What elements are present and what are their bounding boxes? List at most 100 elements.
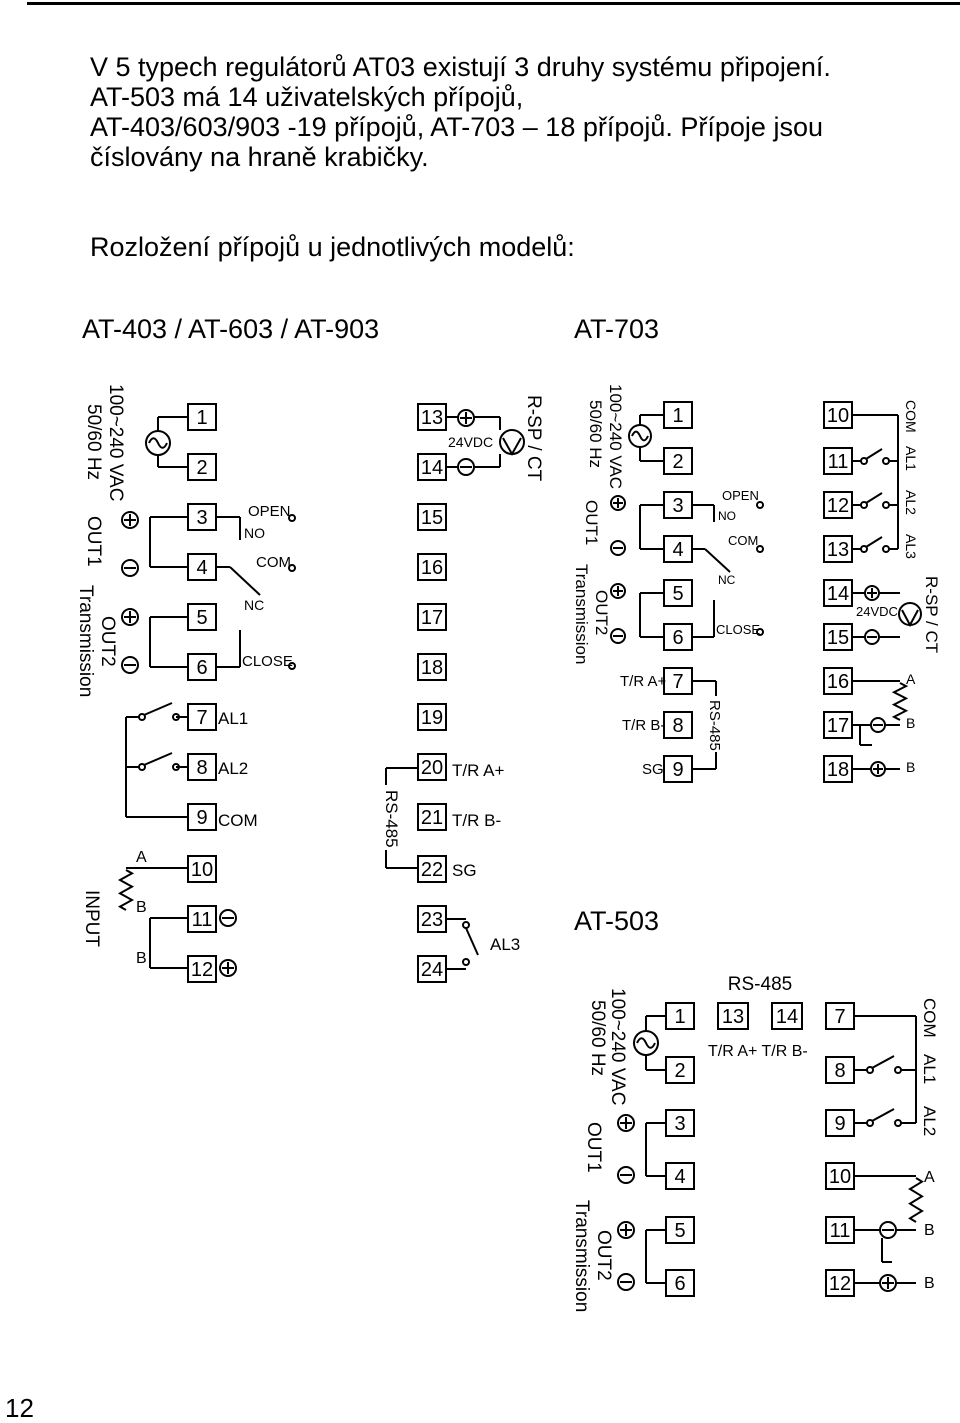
terminal-number: 16 xyxy=(827,671,849,693)
minus-icon xyxy=(219,909,237,927)
contact-dot xyxy=(288,662,296,670)
contact-dot xyxy=(894,1119,902,1127)
terminal-number: 8 xyxy=(196,757,207,779)
label-com: COM xyxy=(903,400,919,433)
plus-icon xyxy=(617,1114,635,1132)
terminal-number: 8 xyxy=(834,1060,845,1082)
section-subtitle: Rozložení přípojů u jednotlivých modelů: xyxy=(90,232,575,262)
title-at703: AT-703 xyxy=(574,314,660,344)
terminal-box xyxy=(417,955,447,983)
terminal-number: 22 xyxy=(421,859,443,881)
terminal-number: 10 xyxy=(827,405,849,427)
terminal-number: 3 xyxy=(196,507,207,529)
label-input-b: B xyxy=(924,1275,935,1292)
terminal-box xyxy=(417,553,447,581)
intro-paragraph: V 5 typech regulátorů AT03 existují 3 dr… xyxy=(90,52,950,172)
terminal-box xyxy=(665,1002,695,1030)
label-input-a: A xyxy=(136,849,147,866)
terminal-number: 7 xyxy=(834,1006,845,1028)
label-sg: SG xyxy=(642,761,664,778)
label-input-b: B xyxy=(906,715,915,731)
terminal-box xyxy=(187,753,217,781)
minus-icon xyxy=(617,1273,635,1291)
label-nc: NC xyxy=(718,573,736,587)
label-input-b: B xyxy=(906,759,915,775)
terminal-number: 5 xyxy=(196,607,207,629)
terminal-number: 18 xyxy=(827,759,849,781)
switch-lever xyxy=(143,702,173,716)
terminal-number: 14 xyxy=(421,457,443,479)
switch-lever xyxy=(465,927,479,956)
wire xyxy=(229,566,261,596)
terminal-number: 13 xyxy=(722,1006,744,1028)
terminal-number: 6 xyxy=(196,657,207,679)
terminal-number: 4 xyxy=(672,539,683,561)
label-transmission: Transmission xyxy=(75,585,96,697)
label-nc: NC xyxy=(244,597,264,613)
label-input-b: B xyxy=(136,899,147,916)
label-transmission: Transmission xyxy=(572,564,591,664)
contact-dot xyxy=(894,1066,902,1074)
terminal-number: 9 xyxy=(672,759,683,781)
terminal-box xyxy=(771,1002,803,1030)
terminal-number: 6 xyxy=(674,1273,685,1295)
terminal-number: 4 xyxy=(674,1166,685,1188)
label-al2: AL2 xyxy=(218,759,248,778)
terminal-number: 9 xyxy=(834,1113,845,1135)
label-frequency: 50/60 Hz xyxy=(586,400,605,468)
terminal-number: 7 xyxy=(196,707,207,729)
terminal-number: 12 xyxy=(827,495,849,517)
label-al2: AL2 xyxy=(903,490,919,515)
terminal-box xyxy=(825,1269,855,1297)
terminal-number: 20 xyxy=(421,757,443,779)
terminal-number: 14 xyxy=(827,583,849,605)
terminal-number: 19 xyxy=(421,707,443,729)
label-rsp-ct: R-SP / CT xyxy=(922,576,941,653)
terminal-number: 11 xyxy=(830,1220,851,1242)
terminal-box xyxy=(823,579,853,607)
label-24vdc: 24VDC xyxy=(856,604,898,619)
terminal-box xyxy=(187,453,217,481)
label-input-a: A xyxy=(906,671,916,687)
terminal-box xyxy=(663,401,693,429)
ct-sensor-mark xyxy=(901,609,919,628)
label-out2: OUT2 xyxy=(592,590,611,635)
label-relay-com: COM xyxy=(256,554,291,571)
terminal-box xyxy=(825,1216,855,1244)
switch-lever xyxy=(871,1108,895,1122)
contact-dot xyxy=(462,921,470,929)
terminal-number: 15 xyxy=(421,507,443,529)
diagram-at403: 1234567891011121314151617181920212223241… xyxy=(75,384,544,983)
title-at503: AT-503 xyxy=(574,906,660,936)
terminal-box xyxy=(663,491,693,519)
terminal-number: 16 xyxy=(421,557,443,579)
terminal-number: 5 xyxy=(672,583,683,605)
label-rs485: RS-485 xyxy=(382,790,401,848)
terminal-number: 12 xyxy=(829,1273,851,1295)
contact-dot xyxy=(882,501,890,509)
terminal-number: 17 xyxy=(827,715,849,737)
label-out2: OUT2 xyxy=(593,1230,614,1281)
terminal-box xyxy=(417,503,447,531)
label-input-b: B xyxy=(924,1222,935,1239)
switch-lever xyxy=(865,492,883,504)
label-al1: AL1 xyxy=(920,1054,939,1084)
terminal-number: 11 xyxy=(828,451,849,473)
switch-lever xyxy=(865,448,883,460)
label-tr-a: T/R A+ xyxy=(452,761,505,780)
contact-dot xyxy=(866,1066,874,1074)
label-out1: OUT1 xyxy=(583,1122,604,1173)
ac-wave xyxy=(636,1037,656,1049)
label-power: 100~240 VAC xyxy=(105,384,126,501)
ct-sensor-icon xyxy=(898,602,922,626)
ac-wave xyxy=(631,430,649,442)
terminal-number: 23 xyxy=(421,909,443,931)
label-tr-a: T/R A+ xyxy=(620,673,667,690)
terminal-box xyxy=(823,755,853,783)
contact-dot xyxy=(288,564,296,572)
terminal-box xyxy=(187,855,217,883)
minus-icon xyxy=(610,628,626,644)
minus-icon xyxy=(610,540,626,556)
